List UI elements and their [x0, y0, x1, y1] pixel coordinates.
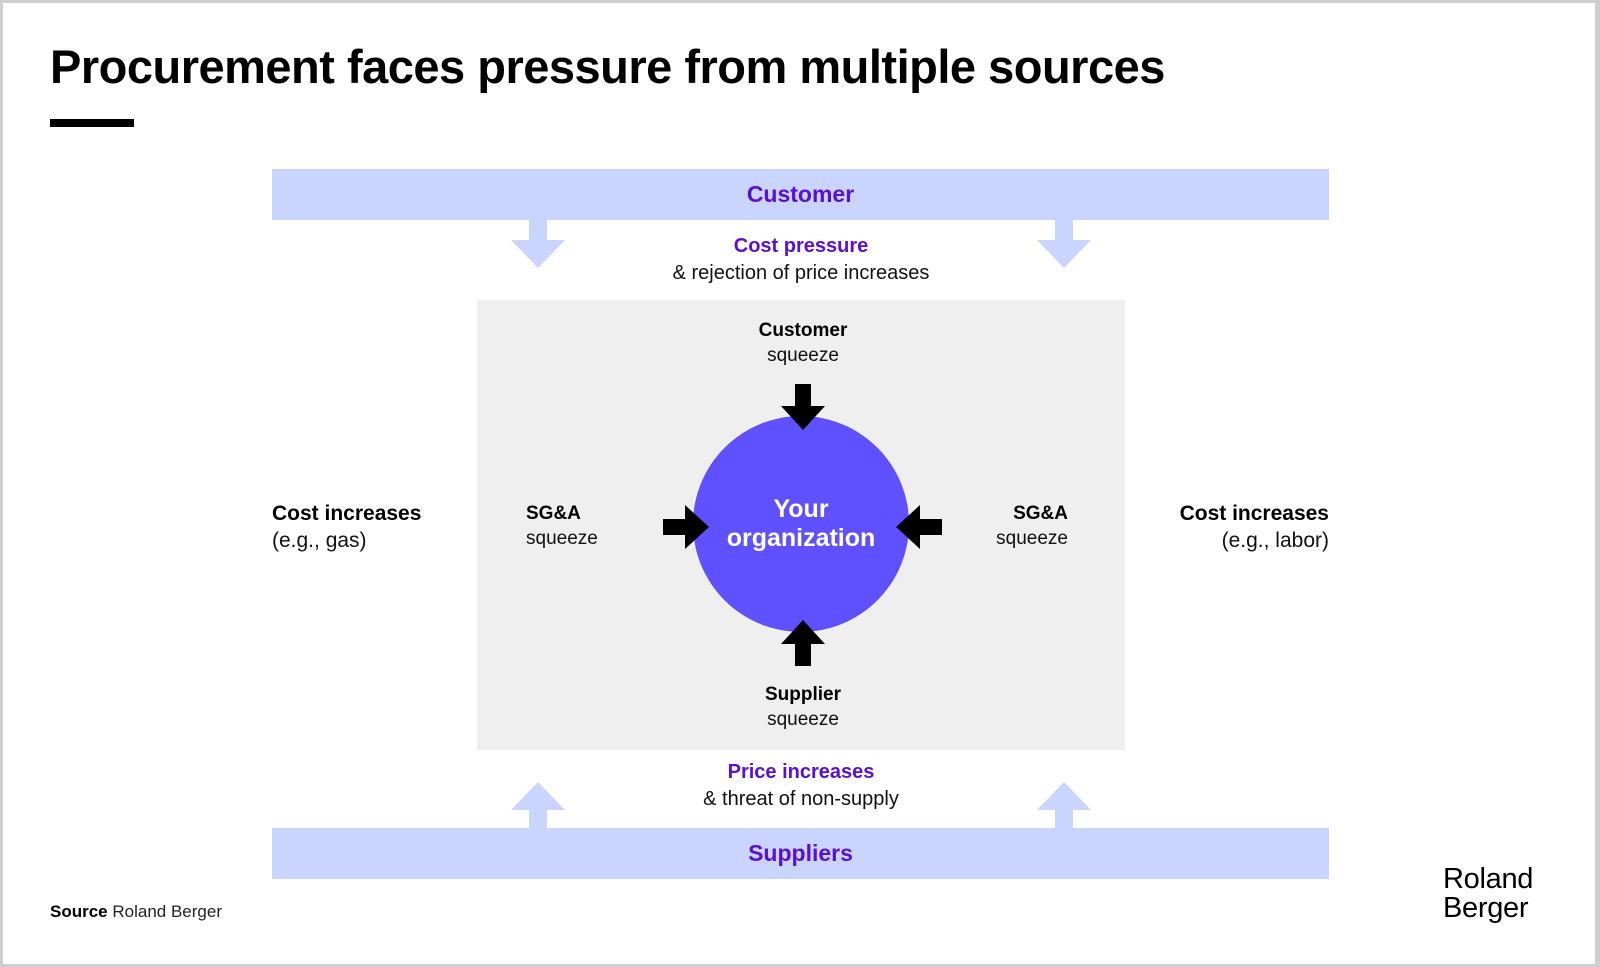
cost-pressure-sub: & rejection of price increases — [672, 262, 930, 284]
logo-line-1: Roland — [1443, 863, 1534, 895]
sga-right-sub: squeeze — [996, 528, 1068, 549]
your-organization-circle: Your organization — [693, 416, 909, 632]
logo-line-2: Berger — [1443, 892, 1529, 924]
cost-right-sub: (e.g., labor) — [1221, 529, 1329, 552]
source-label: Source — [50, 902, 108, 921]
circle-line-2: organization — [726, 524, 876, 552]
sga-right-bold: SG&A — [1013, 503, 1068, 524]
cost-right-bold: Cost increases — [1179, 502, 1329, 525]
roland-berger-logo: Roland Berger — [1443, 865, 1533, 923]
supplier-squeeze-sub: squeeze — [767, 709, 839, 730]
cost-increases-left-label: Cost increases (e.g., gas) — [272, 500, 492, 554]
sga-squeeze-left-label: SG&A squeeze — [526, 501, 646, 551]
squeeze-arrow-right-icon — [663, 505, 709, 549]
customer-squeeze-sub: squeeze — [767, 345, 839, 366]
customer-band-label: Customer — [746, 181, 855, 207]
supplier-squeeze-bold: Supplier — [764, 684, 841, 705]
cost-pressure-label: Cost pressure & rejection of price incre… — [551, 233, 1051, 287]
sga-left-sub: squeeze — [526, 528, 598, 549]
cost-left-bold: Cost increases — [272, 502, 422, 525]
cost-increases-right-label: Cost increases (e.g., labor) — [1109, 500, 1329, 554]
slide-title: Procurement faces pressure from multiple… — [50, 40, 1165, 93]
customer-squeeze-bold: Customer — [758, 320, 848, 341]
customer-band: Customer — [272, 169, 1329, 220]
up-arrow-right-icon — [1037, 782, 1091, 828]
price-increases-sub: & threat of non-supply — [703, 788, 899, 810]
slide: Procurement faces pressure from multiple… — [3, 3, 1595, 964]
price-increases-head: Price increases — [727, 761, 875, 783]
circle-line-1: Your — [773, 495, 829, 523]
customer-squeeze-label: Customer squeeze — [703, 318, 903, 368]
title-underline — [50, 119, 134, 127]
sga-left-bold: SG&A — [526, 503, 581, 524]
down-arrow-right-icon — [1037, 220, 1091, 268]
suppliers-band: Suppliers — [272, 828, 1329, 879]
squeeze-arrow-up-icon — [781, 620, 825, 666]
supplier-squeeze-label: Supplier squeeze — [703, 682, 903, 732]
cost-pressure-head: Cost pressure — [733, 235, 869, 257]
squeeze-arrow-left-icon — [896, 505, 942, 549]
suppliers-band-label: Suppliers — [748, 840, 853, 866]
sga-squeeze-right-label: SG&A squeeze — [948, 501, 1068, 551]
price-increases-label: Price increases & threat of non-supply — [551, 759, 1051, 813]
source-value: Roland Berger — [112, 902, 222, 921]
source-note: Source Roland Berger — [50, 902, 222, 922]
cost-left-sub: (e.g., gas) — [272, 529, 367, 552]
squeeze-arrow-down-icon — [781, 384, 825, 430]
up-arrow-left-icon — [511, 782, 565, 828]
down-arrow-left-icon — [511, 220, 565, 268]
